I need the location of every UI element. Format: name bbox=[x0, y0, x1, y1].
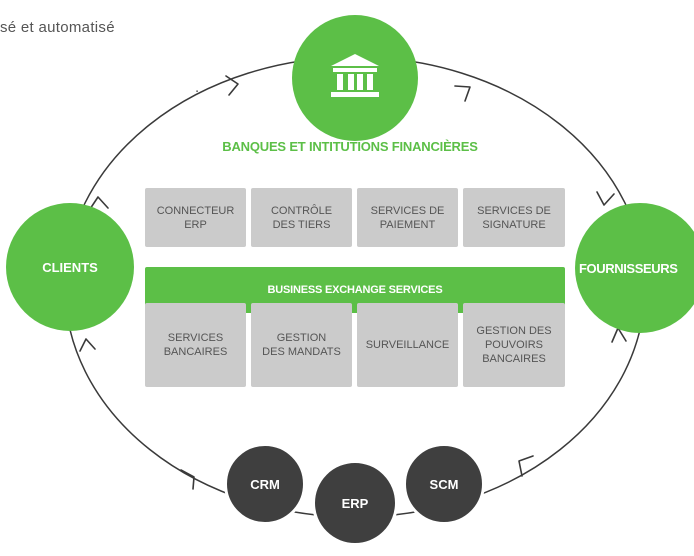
bank-building-icon bbox=[329, 52, 381, 105]
arrow-bottom-left bbox=[180, 469, 195, 490]
arrow-bottom-right bbox=[518, 455, 534, 477]
crm-node: CRM bbox=[224, 443, 306, 525]
scm-node: SCM bbox=[403, 443, 485, 525]
service-box-top-2: CONTRÔLE DES TIERS bbox=[251, 188, 352, 247]
background-text-line2: . bbox=[195, 79, 200, 96]
service-box-top-1: CONNECTEUR ERP bbox=[145, 188, 246, 247]
suppliers-node: FOURNISSEURS bbox=[575, 203, 694, 333]
arrow-top-left bbox=[225, 75, 239, 96]
bank-title: BANQUES ET INTITUTIONS FINANCIÈRES bbox=[222, 139, 478, 154]
service-box-bottom-3: SURVEILLANCE bbox=[357, 303, 458, 387]
erp-node: ERP bbox=[312, 460, 398, 546]
clients-label: CLIENTS bbox=[42, 259, 98, 275]
arrow-right-upper bbox=[596, 191, 615, 206]
bank-node bbox=[292, 15, 418, 141]
service-box-bottom-2: GESTION DES MANDATS bbox=[251, 303, 352, 387]
clients-node: CLIENTS bbox=[6, 203, 134, 331]
suppliers-label: FOURNISSEURS bbox=[579, 260, 678, 276]
arrow-top-right bbox=[454, 85, 471, 102]
service-box-top-3: SERVICES DE PAIEMENT bbox=[357, 188, 458, 247]
background-text-line1: sé et automatisé bbox=[0, 19, 115, 36]
scm-label: SCM bbox=[429, 476, 459, 492]
service-box-top-4: SERVICES DE SIGNATURE bbox=[463, 188, 565, 247]
service-box-bottom-1: SERVICES BANCAIRES bbox=[145, 303, 246, 387]
arrow-left-upper bbox=[89, 196, 109, 210]
arrow-left-lower bbox=[79, 338, 96, 352]
service-box-bottom-4: GESTION DES POUVOIRS BANCAIRES bbox=[463, 303, 565, 387]
crm-label: CRM bbox=[250, 476, 280, 492]
ring-arrows bbox=[79, 75, 627, 490]
erp-label: ERP bbox=[341, 495, 369, 511]
